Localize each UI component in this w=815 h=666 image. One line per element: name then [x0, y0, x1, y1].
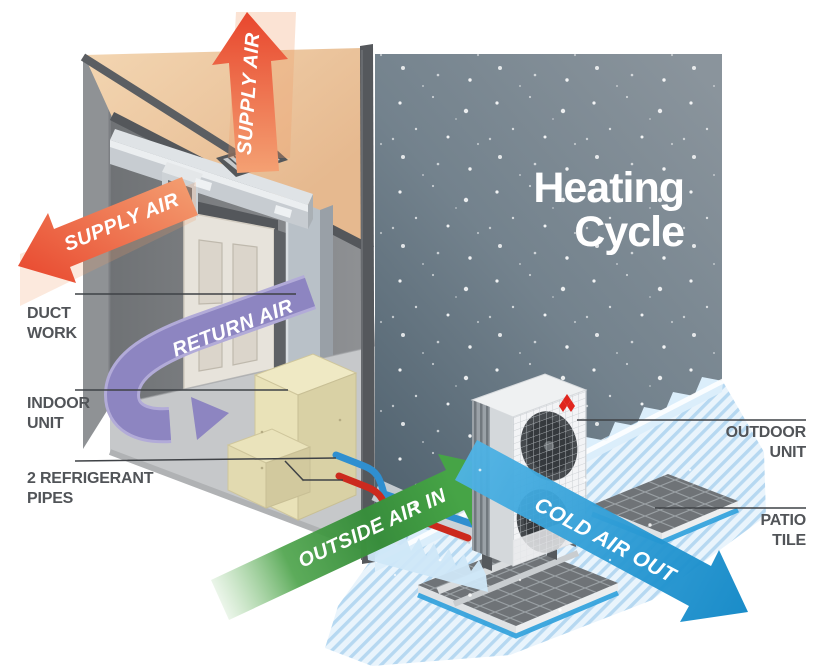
mitsubishi-logo-icon: [559, 394, 575, 412]
duct-hanger: [274, 205, 292, 218]
duct-work-label: DUCT: [27, 305, 71, 322]
indoor-unit-label: UNIT: [27, 415, 64, 432]
wall-top-beam: [80, 53, 241, 159]
diagram-title-line1: Heating: [533, 164, 684, 212]
unit-stand-rail: [452, 550, 580, 607]
tile-edge-glow: [417, 590, 619, 639]
refrigerant-pipes-label: 2 REFRIGERANT: [27, 470, 154, 487]
patio-tile-label: PATIO: [760, 512, 806, 529]
wall-base-snow: [366, 522, 488, 592]
outdoor-unit-label: OUTDOOR: [726, 424, 807, 441]
right-exterior-wall-edge: [360, 44, 375, 564]
refrigerant-pipes-label: PIPES: [27, 490, 74, 507]
diagram-title-line2: Cycle: [574, 208, 684, 256]
winter-sky: Heating Cycle: [375, 54, 722, 560]
return-arrow-head: [191, 397, 229, 440]
refrigerant-pipes-leader: [74, 457, 343, 481]
leader-lines: [74, 293, 806, 509]
refrigerant-pipe-blue: [332, 451, 476, 528]
callout-labels: DUCT WORK INDOOR UNIT 2 REFRIGERANT PIPE…: [27, 305, 807, 549]
indoor-unit: [226, 353, 358, 521]
duct-work-label: WORK: [27, 325, 78, 342]
outdoor-unit-label: UNIT: [769, 444, 806, 461]
duct-hanger: [194, 178, 212, 191]
indoor-unit-label: INDOOR: [27, 395, 90, 412]
indoor-unit-shelf: [226, 428, 312, 509]
patio-tile-label: TILE: [772, 532, 806, 549]
supply-air-arrow-up: SUPPLY AIR: [212, 12, 288, 173]
snowfall: [375, 54, 722, 560]
foreground-snowflakes: [393, 468, 692, 622]
